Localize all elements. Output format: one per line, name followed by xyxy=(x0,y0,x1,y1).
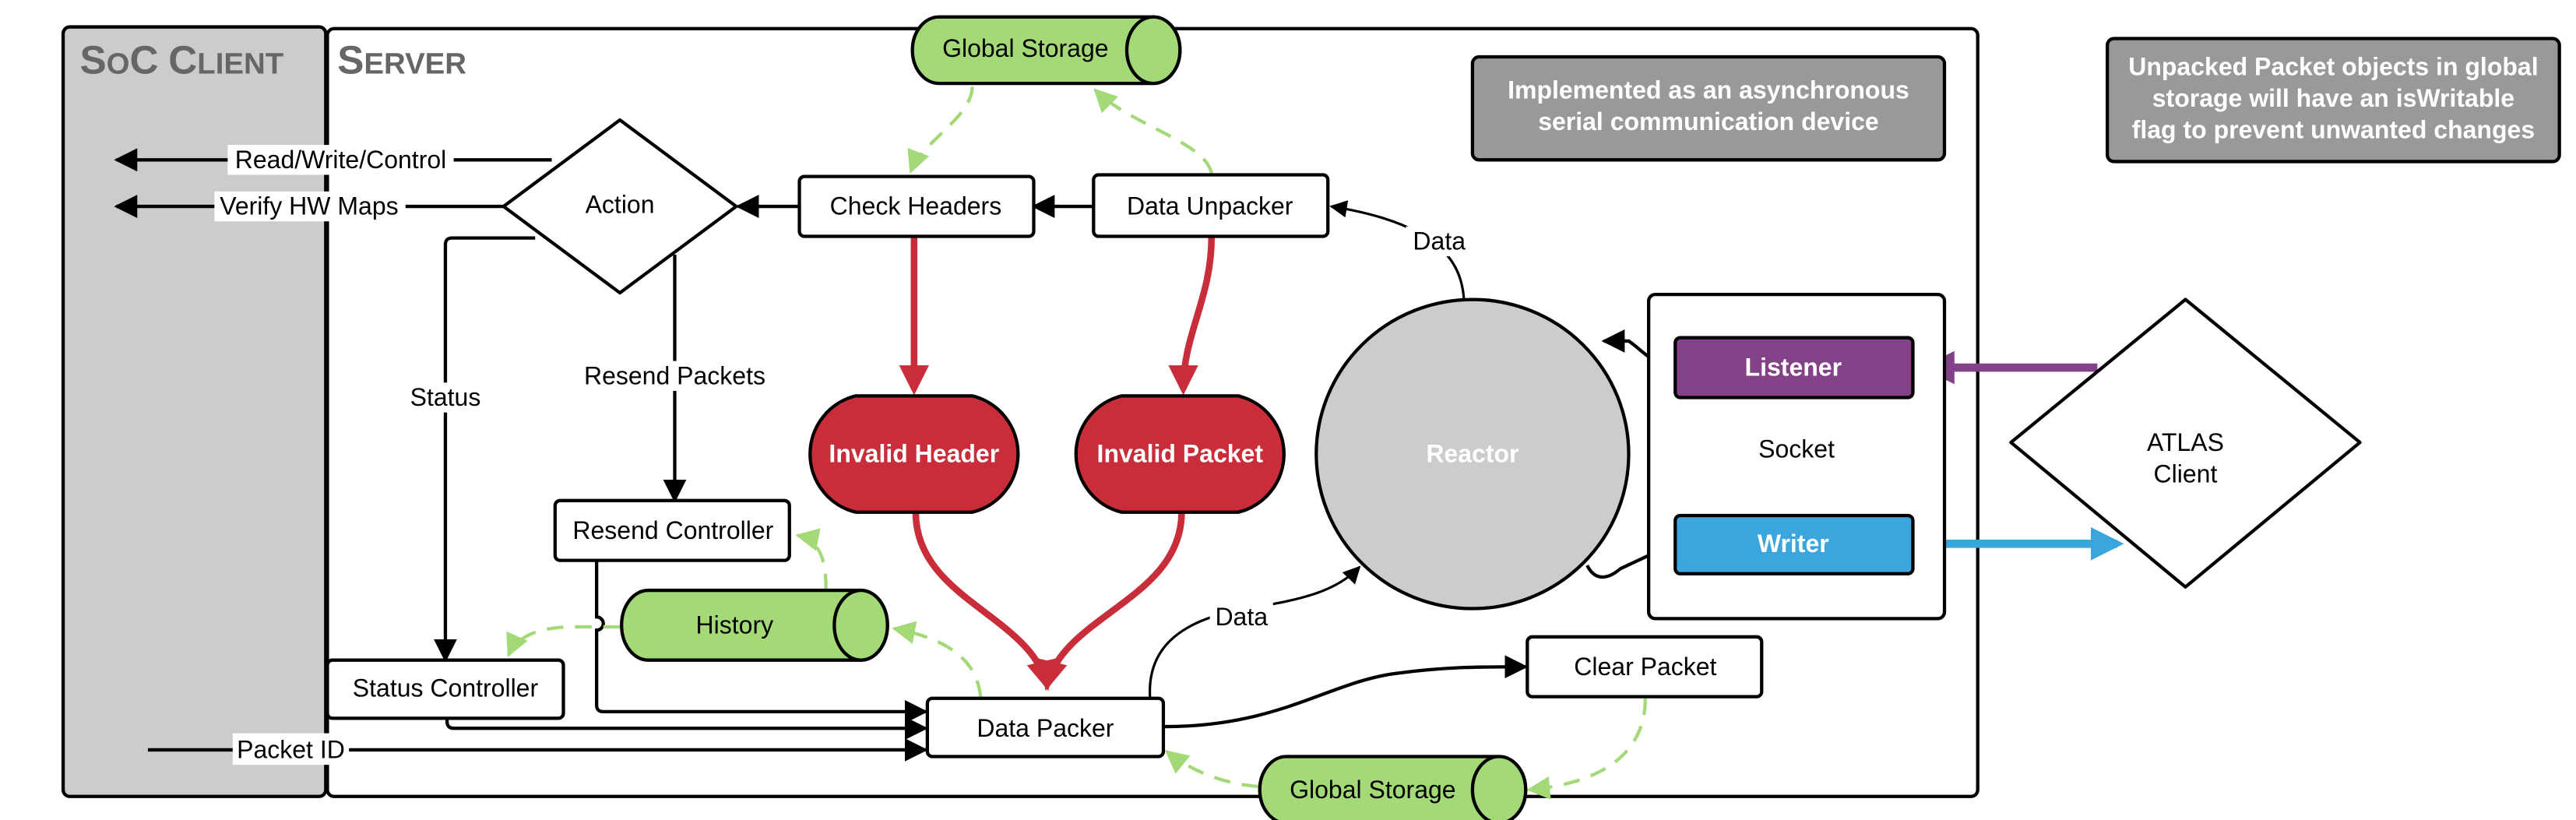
action-decision[interactable]: Action xyxy=(501,118,738,295)
listener-node[interactable]: Listener xyxy=(1673,336,1915,399)
edge-read-write-control: Read/Write/Control xyxy=(114,145,552,175)
global-storage-top-label: Global Storage xyxy=(942,34,1108,62)
invalid-packet-node[interactable]: Invalid Packet xyxy=(1074,394,1286,514)
invalid-header-label: Invalid Header xyxy=(829,440,999,468)
writer-node[interactable]: Writer xyxy=(1673,513,1915,575)
edge-reactor-to-writer xyxy=(1585,542,1676,579)
invalid-packet-label: Invalid Packet xyxy=(1097,440,1264,468)
edge-packer-to-history xyxy=(892,621,983,697)
data-unpacker-label: Data Unpacker xyxy=(1127,192,1293,220)
atlas-client-label-line2: Client xyxy=(2154,459,2218,487)
status-controller-node[interactable]: Status Controller xyxy=(326,658,565,720)
edge-clear-to-storage xyxy=(1526,698,1647,800)
invalid-header-node[interactable]: Invalid Header xyxy=(808,394,1020,514)
clear-packet-node[interactable]: Clear Packet xyxy=(1526,635,1764,699)
edge-label-verify-hw-maps: Verify HW Maps xyxy=(220,192,398,220)
edge-unpacker-to-invalid-packet xyxy=(1168,236,1216,396)
data-unpacker-node[interactable]: Data Unpacker xyxy=(1092,173,1330,238)
edge-reactor-to-unpacker: Data xyxy=(1329,200,1469,303)
writer-label: Writer xyxy=(1758,530,1829,558)
edge-label-read-write-control: Read/Write/Control xyxy=(235,146,447,174)
edge-label-data-lower: Data xyxy=(1215,603,1268,631)
status-controller-label: Status Controller xyxy=(353,674,539,702)
edge-action-resend: Resend Packets xyxy=(575,254,775,503)
check-headers-node[interactable]: Check Headers xyxy=(797,174,1036,238)
atlas-client-label-line1: ATLAS xyxy=(2147,428,2224,456)
data-packer-label: Data Packer xyxy=(977,714,1114,742)
edge-storage-to-packer xyxy=(1164,750,1258,789)
writable-note-line1: Unpacked Packet objects in global xyxy=(2128,52,2538,80)
edge-invalid-packet-to-packer xyxy=(1038,512,1185,692)
edge-packer-to-reactor: Data xyxy=(1149,565,1361,699)
async-note: Implemented as an asynchronous serial co… xyxy=(1470,55,1947,162)
data-packer-node[interactable]: Data Packer xyxy=(925,696,1166,758)
edge-label-resend-packets: Resend Packets xyxy=(584,361,765,389)
server-lane-title: SERVER xyxy=(337,37,466,82)
edge-label-status: Status xyxy=(410,383,481,411)
socket-label: Socket xyxy=(1758,435,1835,463)
global-storage-bottom-label: Global Storage xyxy=(1290,776,1455,804)
async-note-line1: Implemented as an asynchronous xyxy=(1508,76,1909,104)
clear-packet-label: Clear Packet xyxy=(1574,653,1716,681)
writable-note: Unpacked Packet objects in global storag… xyxy=(2106,37,2561,164)
global-storage-bottom[interactable]: Global Storage xyxy=(1258,755,1528,820)
edge-action-status: Status xyxy=(402,236,536,663)
writable-note-line3: flag to prevent unwanted changes xyxy=(2132,116,2535,144)
action-label: Action xyxy=(586,191,655,219)
edge-history-to-status xyxy=(506,625,621,658)
check-headers-label: Check Headers xyxy=(830,192,1002,220)
history-label: History xyxy=(696,611,774,639)
edge-invalid-header-to-packer xyxy=(912,512,1057,692)
edge-verify-hw-maps: Verify HW Maps xyxy=(114,191,505,222)
edge-history-to-resend xyxy=(795,528,828,591)
edge-packet-id: Packet ID xyxy=(147,733,928,765)
reactor-label: Reactor xyxy=(1426,440,1519,468)
async-note-line2: serial communication device xyxy=(1538,107,1879,135)
global-storage-top[interactable]: Global Storage xyxy=(910,15,1182,86)
resend-controller-label: Resend Controller xyxy=(572,516,773,544)
edge-unpacker-to-storage xyxy=(1093,88,1213,174)
resend-controller-node[interactable]: Resend Controller xyxy=(553,498,791,562)
writable-note-line2: storage will have an isWritable xyxy=(2152,84,2514,112)
edge-status-to-packer xyxy=(445,716,928,741)
listener-label: Listener xyxy=(1745,354,1842,382)
edge-storage-to-check-headers xyxy=(907,86,974,174)
edge-label-packet-id: Packet ID xyxy=(237,736,345,764)
edge-label-data-upper: Data xyxy=(1413,227,1466,255)
history-storage[interactable]: History xyxy=(620,588,889,662)
reactor-node[interactable]: Reactor xyxy=(1314,297,1631,611)
atlas-client-node[interactable]: ATLAS Client xyxy=(2009,297,2362,589)
edge-packer-to-clear xyxy=(1165,655,1529,729)
edge-resend-to-packer xyxy=(595,560,928,723)
